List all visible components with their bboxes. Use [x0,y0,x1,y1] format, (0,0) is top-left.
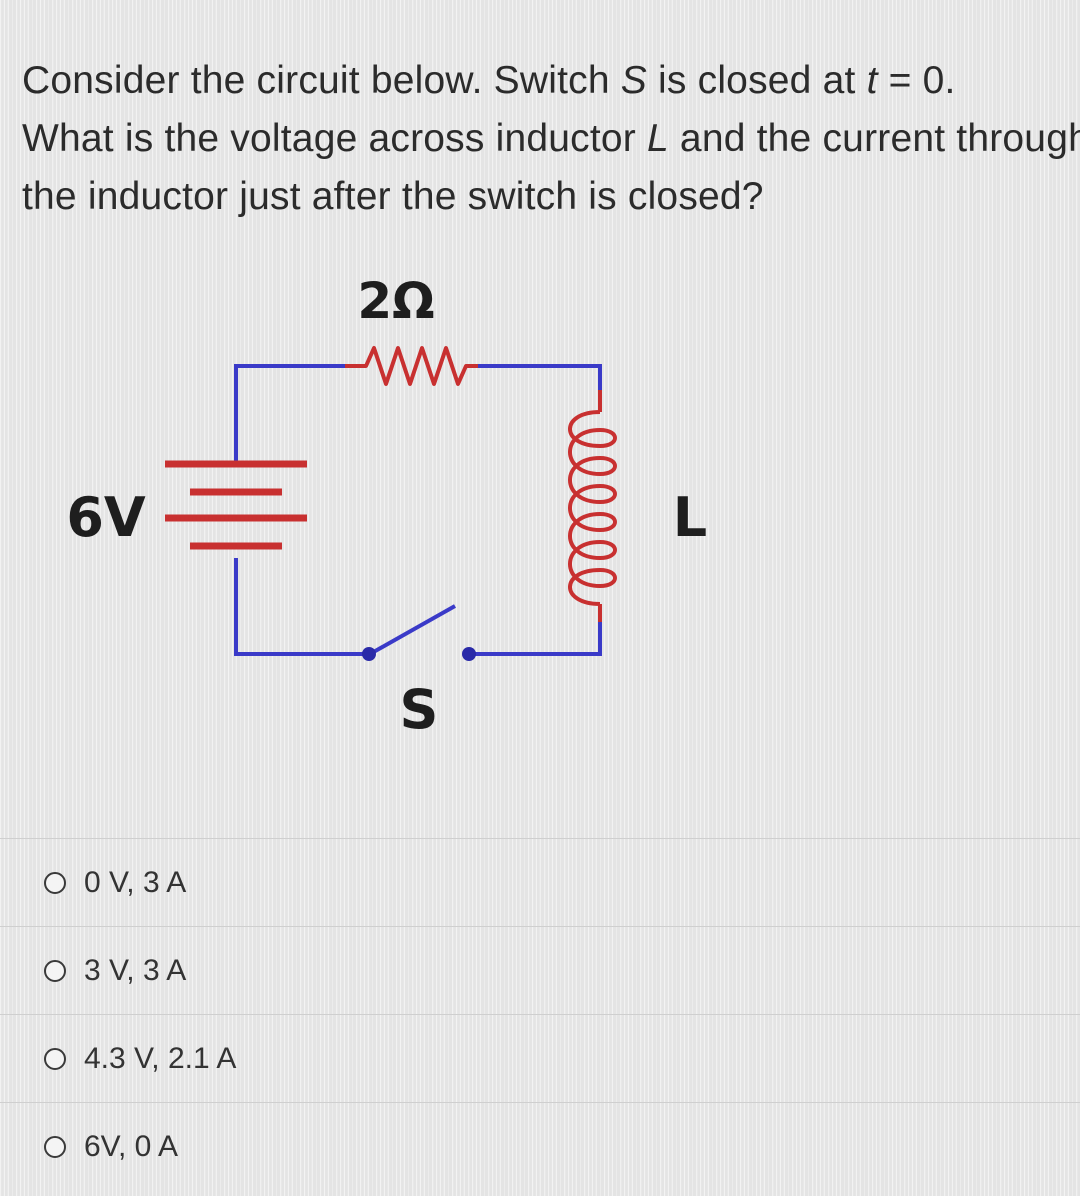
question-line-1: Consider the circuit below. Switch S is … [22,52,1062,110]
switch-terminal-right [462,647,476,661]
circuit-diagram: 2Ω 6V L S [66,272,707,741]
radio-button-icon[interactable] [44,1047,66,1070]
wire-bottom-right [470,622,602,656]
battery-label: 6V [66,486,146,549]
inductor-label: L [673,486,707,549]
question-line-3: the inductor just after the switch is cl… [22,175,764,218]
answer-option-label: 4.3 V, 2.1 A [84,1041,237,1075]
answer-option-label: 6V, 0 A [84,1129,178,1163]
question-line-2-part-b: and the current through [668,117,1080,160]
wire-bottom-left [234,558,368,656]
wire-top-right [478,364,602,390]
question-line-2: What is the voltage across inductor L an… [22,110,1080,168]
radio-button-icon[interactable] [44,1135,66,1158]
question-line-1-part-b: is closed at [646,59,867,102]
switch-blade [369,604,456,656]
answer-options: 0 V, 3 A 3 V, 3 A 4.3 V, 2.1 A 6V, 0 A [0,838,1080,1190]
answer-option-2[interactable]: 3 V, 3 A [0,926,1080,1014]
inductor-coil [568,410,617,606]
answer-option-1[interactable]: 0 V, 3 A [0,838,1080,926]
battery-symbol [165,460,307,550]
question-line-1-part-a: Consider the circuit below. Switch [22,59,621,102]
question-line-2-part-a: What is the voltage across inductor [22,117,647,160]
switch-label: S [400,678,439,741]
answer-option-4[interactable]: 6V, 0 A [0,1102,1080,1190]
switch-terminal-left [362,647,376,661]
resistor-label: 2Ω [357,272,434,330]
circuit-wires [234,364,602,656]
inductor-symbol [568,390,617,622]
switch-variable: S [620,59,647,102]
answer-option-label: 0 V, 3 A [84,865,187,899]
question-text: Consider the circuit below. Switch S is … [22,52,1080,226]
radio-button-icon[interactable] [44,871,66,894]
question-line-1-part-c: = 0. [877,59,956,102]
answer-option-label: 3 V, 3 A [84,953,187,987]
radio-button-icon[interactable] [44,959,66,982]
answer-option-3[interactable]: 4.3 V, 2.1 A [0,1014,1080,1102]
time-variable: t [866,59,878,102]
inductor-variable: L [647,117,669,160]
resistor-symbol [345,346,478,386]
wire-top-left [234,364,345,462]
